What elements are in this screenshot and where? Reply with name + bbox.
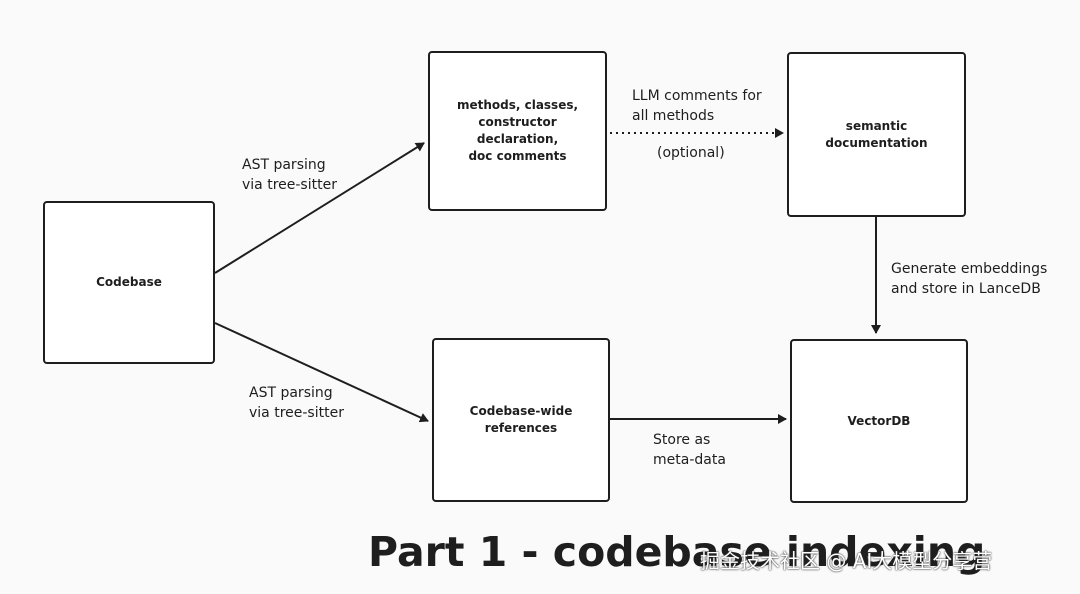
node-semantic-documentation: semantic documentation — [787, 52, 966, 217]
node-ast-elements-label: methods, classes, constructor declaratio… — [456, 98, 579, 163]
edge-codebase-to-ast-elements — [214, 142, 425, 274]
label-optional: (optional) — [657, 145, 725, 161]
watermark-text: 掘金技术社区 @ AI大模型分享营 — [700, 549, 993, 573]
node-codebase-references: Codebase-wide references — [432, 338, 610, 502]
node-vectordb-label: VectorDB — [847, 413, 911, 428]
label-llm-comments: LLM comments for all methods — [632, 88, 762, 124]
node-codebase-references-label: Codebase-wide references — [469, 404, 573, 435]
edge-codebase-to-references — [214, 322, 429, 423]
node-semantic-documentation-label: semantic documentation — [825, 118, 928, 150]
label-generate-embeddings: Generate embeddings and store in LanceDB — [891, 261, 1048, 297]
label-ast-parsing-top: AST parsing via tree-sitter — [242, 157, 337, 193]
label-ast-parsing-bottom: AST parsing via tree-sitter — [249, 385, 344, 421]
label-store-as-metadata: Store as meta-data — [653, 432, 726, 468]
node-vectordb: VectorDB — [790, 339, 968, 503]
node-codebase: Codebase — [43, 201, 215, 364]
node-ast-elements: methods, classes, constructor declaratio… — [428, 51, 607, 211]
diagram-title: Part 1 - codebase indexing — [368, 528, 986, 576]
node-codebase-label: Codebase — [96, 275, 162, 289]
